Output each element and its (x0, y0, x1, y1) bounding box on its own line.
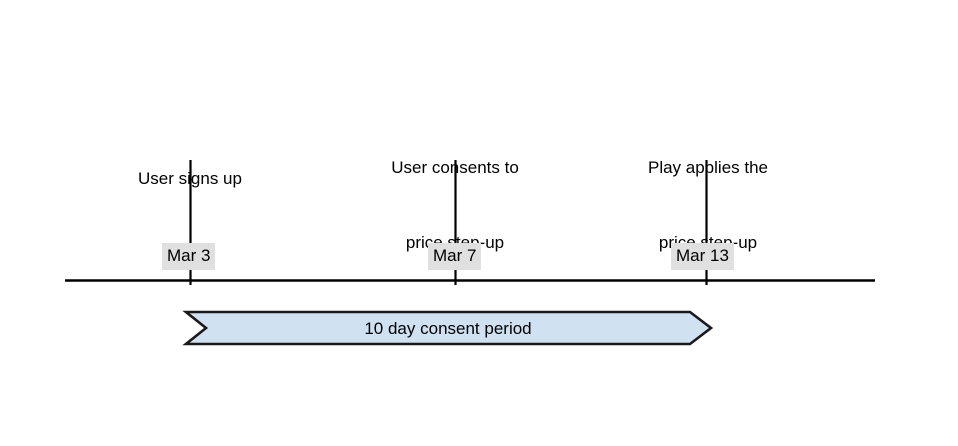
date-chip-mar-3: Mar 3 (162, 243, 216, 270)
event-label-line-1: User signs up (138, 169, 242, 188)
event-label-user-consents: User consents to price step-up (355, 105, 555, 305)
event-label-play-applies-step-up: Play applies the price step-up (608, 105, 808, 305)
date-chip-mar-13: Mar 13 (671, 243, 734, 270)
date-chip-mar-7: Mar 7 (428, 243, 482, 270)
consent-period-band-label: 10 day consent period (364, 319, 532, 338)
event-label-user-signs-up: User signs up (90, 116, 290, 241)
event-label-line-1: Play applies the (647, 158, 769, 177)
event-label-line-1: User consents to (391, 158, 519, 177)
consent-period-band-shape (182, 310, 714, 346)
